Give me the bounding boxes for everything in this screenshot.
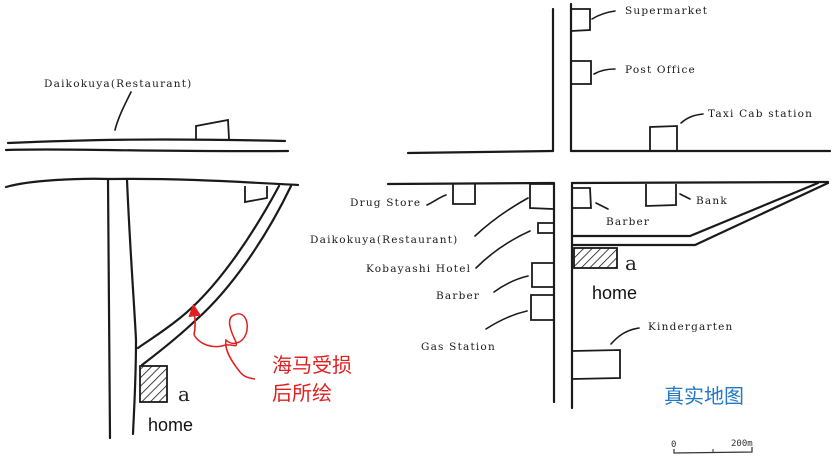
left-home-block	[139, 365, 168, 403]
taxi-label: Taxi Cab station	[708, 108, 813, 120]
right-caption: 真实地图	[664, 384, 744, 408]
left-home-letter: a	[178, 382, 190, 406]
right-home-block	[573, 247, 618, 269]
barber-left-label: Barber	[436, 290, 480, 302]
post-office-leader	[593, 68, 616, 75]
post-office-label: Post Office	[625, 64, 696, 76]
kindergarten-building	[571, 349, 621, 380]
scale-start-label: 0	[671, 440, 676, 450]
hotel-label: Kobayashi Hotel	[366, 263, 471, 275]
right-home-letter: a	[625, 251, 637, 275]
left-home-label: home	[148, 415, 193, 435]
bank-label: Bank	[696, 195, 728, 207]
left-corner-building	[244, 186, 268, 204]
kindergarten-label: Kindergarten	[648, 321, 734, 333]
bank-building	[645, 184, 677, 207]
red-loop-annotation	[193, 313, 256, 380]
kindergarten-leader	[610, 327, 640, 345]
left-diagonal-road-lower	[140, 184, 293, 367]
hotel-building	[537, 222, 553, 234]
supermarket-leader	[591, 10, 616, 20]
drug-store-label: Drug Store	[350, 197, 421, 209]
gas-station-label: Gas Station	[421, 341, 496, 353]
scale-end-label: 200m	[731, 439, 753, 449]
left-restaurant-label: Daikokuya(Restaurant)	[44, 78, 192, 90]
restaurant-label: Daikokuya(Restaurant)	[310, 234, 458, 246]
left-middle-road	[4, 177, 300, 189]
barber-right-building	[572, 187, 592, 209]
barber-left-building	[531, 262, 553, 288]
left-vertical-road-right	[125, 178, 138, 436]
right-diagonal-road-upper	[570, 181, 820, 238]
taxi-building	[649, 125, 678, 150]
red-arrow-icon	[188, 303, 202, 336]
supermarket-label: Supermarket	[625, 5, 708, 17]
left-restaurant-leader	[114, 91, 132, 131]
right-horizontal-road-lower-right	[570, 180, 830, 185]
left-caption-line-1: 海马受损	[272, 353, 352, 377]
hotel-leader	[475, 230, 531, 269]
scale-bar-line	[673, 447, 753, 454]
taxi-leader	[680, 113, 704, 124]
barber-right-label: Barber	[606, 216, 650, 228]
gas-station-leader	[485, 310, 528, 330]
barber-left-leader	[493, 275, 529, 293]
restaurant-building	[529, 183, 554, 210]
right-horizontal-road-upper-left	[406, 149, 555, 155]
right-real-map: Supermarket Post Office Taxi Cab station…	[310, 2, 832, 454]
scale-bar: 0 200m	[671, 439, 753, 454]
left-vertical-road-left	[106, 178, 112, 440]
left-diagonal-road-upper	[136, 184, 281, 350]
right-diagonal-road-lower	[570, 181, 830, 247]
bank-leader	[679, 193, 691, 200]
barber-right-leader	[595, 202, 609, 210]
gas-station-building	[530, 294, 553, 321]
left-restaurant-building	[195, 118, 230, 140]
right-horizontal-road-lower-left	[386, 181, 555, 186]
drug-store-building	[452, 184, 476, 205]
left-top-road-upper	[6, 138, 287, 145]
left-caption-line-2: 后所绘	[272, 381, 332, 405]
restaurant-leader	[474, 197, 529, 237]
right-home-label: home	[592, 283, 637, 303]
left-sketch-map: Daikokuya(Restaurant) a home 海马受损 后所绘	[4, 78, 352, 440]
post-office-building	[571, 60, 592, 85]
supermarket-building	[570, 8, 591, 32]
drug-store-leader	[426, 194, 447, 206]
left-top-road-lower	[4, 148, 290, 153]
